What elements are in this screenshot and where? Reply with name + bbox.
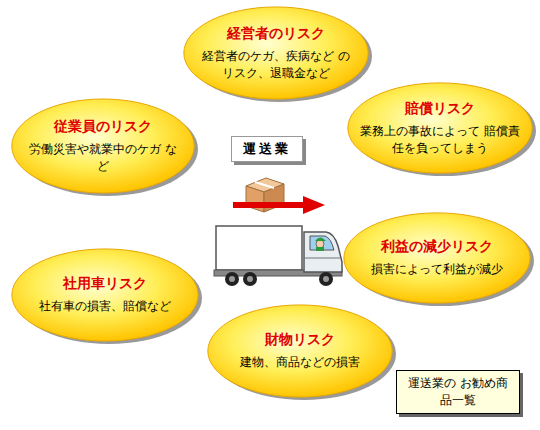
risk-heading: 財物リスク <box>265 330 335 348</box>
product-list-button: 運送業の お勧め商品一覧 <box>396 370 520 414</box>
risk-ellipse: 経営者のリスク経営者のケガ、疾病など のリスク、退職金など <box>180 4 372 102</box>
risk-ellipse: 社用車リスク社有車の損害、賠償など <box>8 246 202 344</box>
risk-description: 労働災害や就業中のケガ など <box>28 141 178 176</box>
risk-description: 社有車の損害、賠償など <box>39 298 171 315</box>
risk-heading: 従業員のリスク <box>54 117 152 135</box>
arrow-icon <box>233 196 325 214</box>
ellipse-fill <box>184 7 368 99</box>
risk-description: 経営者のケガ、疾病など のリスク、退職金など <box>201 48 351 83</box>
ellipse-outline <box>204 302 396 400</box>
risk-description: 業務上の事故によって 賠償責任を負ってしまう <box>355 123 525 158</box>
risk-description: 損害によって利益が減少 <box>371 261 503 278</box>
ellipse-fill <box>12 249 198 341</box>
ellipse-fill <box>348 83 532 173</box>
ellipse-outline <box>340 210 534 306</box>
risk-heading: 賠償リスク <box>405 99 475 117</box>
risk-heading: 社用車リスク <box>63 274 147 292</box>
ellipse-fill <box>208 305 392 397</box>
truck-icon <box>214 226 342 286</box>
risk-ellipse: 財物リスク建物、商品などの損害 <box>204 302 396 400</box>
industry-label-box: 運送業 <box>231 136 303 162</box>
risk-description: 建物、商品などの損害 <box>240 354 360 371</box>
risk-ellipse: 利益の減少リスク損害によって利益が減少 <box>340 210 534 306</box>
risk-ellipse: 従業員のリスク労働災害や就業中のケガ など <box>8 96 198 196</box>
risk-ellipse: 賠償リスク業務上の事故によって 賠償責任を負ってしまう <box>344 80 536 176</box>
risk-heading: 利益の減少リスク <box>381 237 493 255</box>
risk-heading: 経営者のリスク <box>227 24 325 42</box>
box-text: 運送業 <box>243 140 291 158</box>
ellipse-fill <box>12 99 194 193</box>
ellipse-outline <box>8 246 202 344</box>
box-text: 運送業の お勧め商品一覧 <box>403 375 513 410</box>
ellipse-fill <box>344 213 530 303</box>
